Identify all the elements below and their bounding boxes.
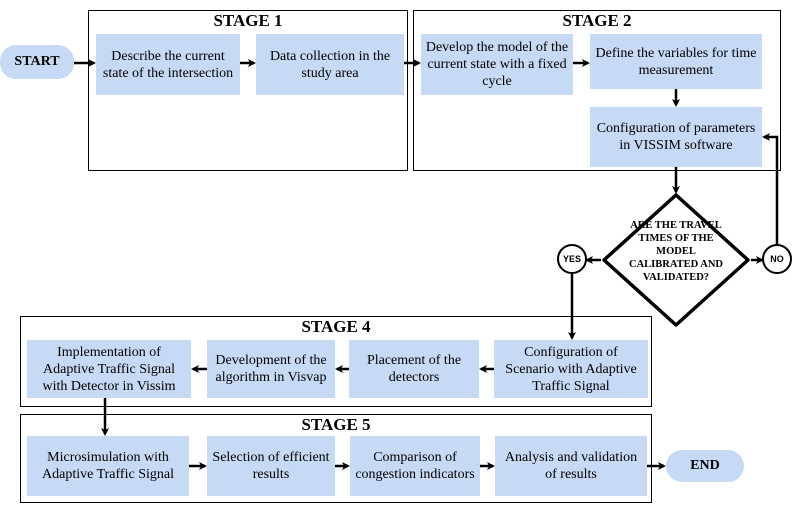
step-placement-detectors: Placement of the detectors — [349, 340, 479, 398]
step-define-variables: Define the variables for time measuremen… — [590, 34, 762, 89]
step-develop-model: Develop the model of the current state w… — [421, 34, 573, 95]
step-describe-intersection: Describe the current state of the inters… — [96, 34, 240, 95]
stage-2-title: STAGE 2 — [562, 11, 632, 30]
step-microsimulation: Microsimulation with Adaptive Traffic Si… — [27, 436, 189, 496]
stage-2-container: STAGE 2 — [413, 10, 781, 171]
step-analysis-validation: Analysis and validation of results — [495, 436, 647, 496]
step-data-collection: Data collection in the study area — [256, 34, 404, 95]
arrow-no-return — [762, 133, 779, 244]
step-implementation: Implementation of Adaptive Traffic Signa… — [27, 340, 191, 398]
step-configure-vissim: Configuration of parameters in VISSIM so… — [590, 107, 762, 167]
step-configure-scenario: Configuration of Scenario with Adaptive … — [494, 340, 648, 398]
step-selection-results: Selection of efficient results — [207, 436, 335, 496]
stage-1-title: STAGE 1 — [213, 11, 283, 30]
stage-1-container: STAGE 1 — [88, 10, 408, 171]
start-terminal: START — [0, 45, 74, 79]
decision-diamond — [602, 193, 750, 327]
step-comparison-indicators: Comparison of congestion indicators — [350, 436, 480, 496]
yes-label: YES — [557, 244, 587, 274]
stage-4-title: STAGE 4 — [301, 317, 371, 336]
stage-4-container: STAGE 4 — [20, 316, 652, 407]
end-terminal: END — [666, 450, 744, 482]
stage-5-title: STAGE 5 — [301, 415, 371, 434]
stage-5-container: STAGE 5 — [20, 414, 652, 503]
no-label: NO — [762, 244, 792, 274]
decision-question: ARE THE TRAVEL TIMES OF THE MODEL CALIBR… — [628, 220, 724, 283]
step-develop-algorithm: Development of the algorithm in Visvap — [207, 340, 335, 398]
